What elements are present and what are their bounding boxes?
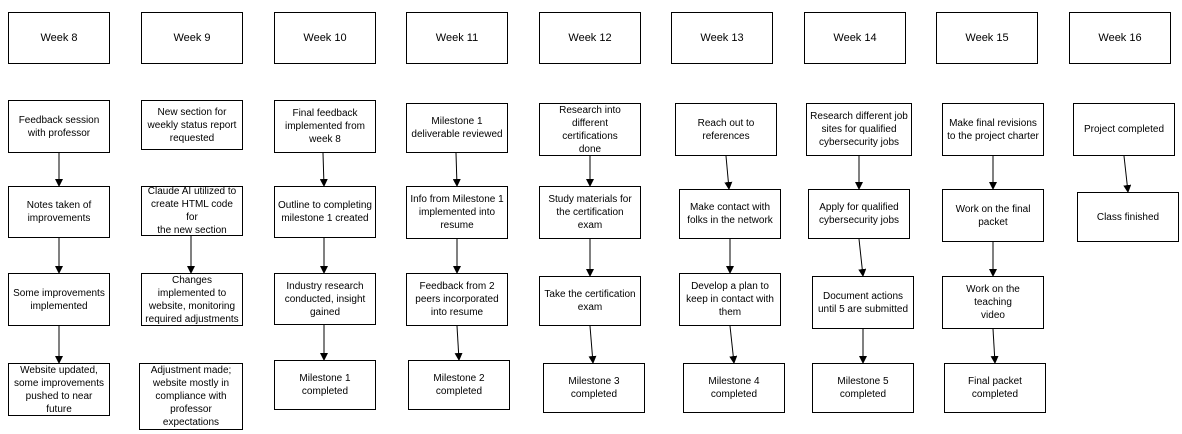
arrow-week-10-1 [319, 152, 328, 187]
week-12-task-3: Take the certification exam [539, 276, 641, 326]
week-8-task-3: Some improvements implemented [8, 273, 110, 326]
week-13-task-4: Milestone 4 completed [683, 363, 785, 413]
week-11-task-2: Info from Milestone 1 implemented into r… [406, 186, 508, 239]
week-10-task-3: Industry research conducted, insight gai… [274, 273, 376, 325]
week-9-task-1: New section for weekly status report req… [141, 100, 243, 150]
arrow-week-13-3 [729, 325, 738, 364]
week-13-task-1: Reach out to references [675, 103, 777, 156]
week-10-task-2: Outline to completing milestone 1 create… [274, 186, 376, 238]
week-10-task-4: Milestone 1 completed [274, 360, 376, 410]
week-12-task-1: Research into different certifications d… [539, 103, 641, 156]
week-11-task-1: Milestone 1 deliverable reviewed [406, 103, 508, 153]
week-13-header: Week 13 [671, 12, 773, 64]
week-9-header: Week 9 [141, 12, 243, 64]
week-8-header: Week 8 [8, 12, 110, 64]
arrow-week-15-3 [990, 328, 999, 364]
week-14-task-1: Research different job sites for qualifi… [806, 103, 912, 156]
week-10-task-1: Final feedback implemented from week 8 [274, 100, 376, 153]
week-14-header: Week 14 [804, 12, 906, 64]
week-15-header: Week 15 [936, 12, 1038, 64]
arrow-week-16-1 [1123, 155, 1132, 193]
week-13-task-2: Make contact with folks in the network [679, 189, 781, 239]
arrow-week-11-1 [452, 152, 461, 187]
arrow-week-13-1 [724, 155, 733, 190]
week-12-header: Week 12 [539, 12, 641, 64]
week-8-task-2: Notes taken of improvements [8, 186, 110, 238]
week-9-task-4: Adjustment made; website mostly in compl… [139, 363, 243, 430]
week-16-header: Week 16 [1069, 12, 1171, 64]
week-11-header: Week 11 [406, 12, 508, 64]
week-15-task-2: Work on the final packet [942, 189, 1044, 242]
week-8-task-4: Website updated, some improvements pushe… [8, 363, 110, 416]
week-9-task-3: Changes implemented to website, monitori… [141, 273, 243, 326]
week-11-task-3: Feedback from 2 peers incorporated into … [406, 273, 508, 326]
arrow-week-14-2 [858, 238, 867, 277]
week-11-task-4: Milestone 2 completed [408, 360, 510, 410]
week-14-task-4: Milestone 5 completed [812, 363, 914, 413]
week-16-task-1: Project completed [1073, 103, 1175, 156]
arrow-week-12-3 [588, 325, 597, 364]
arrow-week-11-3 [454, 325, 463, 361]
week-9-task-2: Claude AI utilized to create HTML code f… [141, 186, 243, 236]
week-15-task-3: Work on the teaching video [942, 276, 1044, 329]
week-10-header: Week 10 [274, 12, 376, 64]
week-12-task-4: Milestone 3 completed [543, 363, 645, 413]
week-16-task-2: Class finished [1077, 192, 1179, 242]
week-14-task-2: Apply for qualified cybersecurity jobs [808, 189, 910, 239]
week-12-task-2: Study materials for the certification ex… [539, 186, 641, 239]
week-15-task-4: Final packet completed [944, 363, 1046, 413]
week-14-task-3: Document actions until 5 are submitted [812, 276, 914, 329]
week-15-task-1: Make final revisions to the project char… [942, 103, 1044, 156]
week-13-task-3: Develop a plan to keep in contact with t… [679, 273, 781, 326]
week-8-task-1: Feedback session with professor [8, 100, 110, 153]
